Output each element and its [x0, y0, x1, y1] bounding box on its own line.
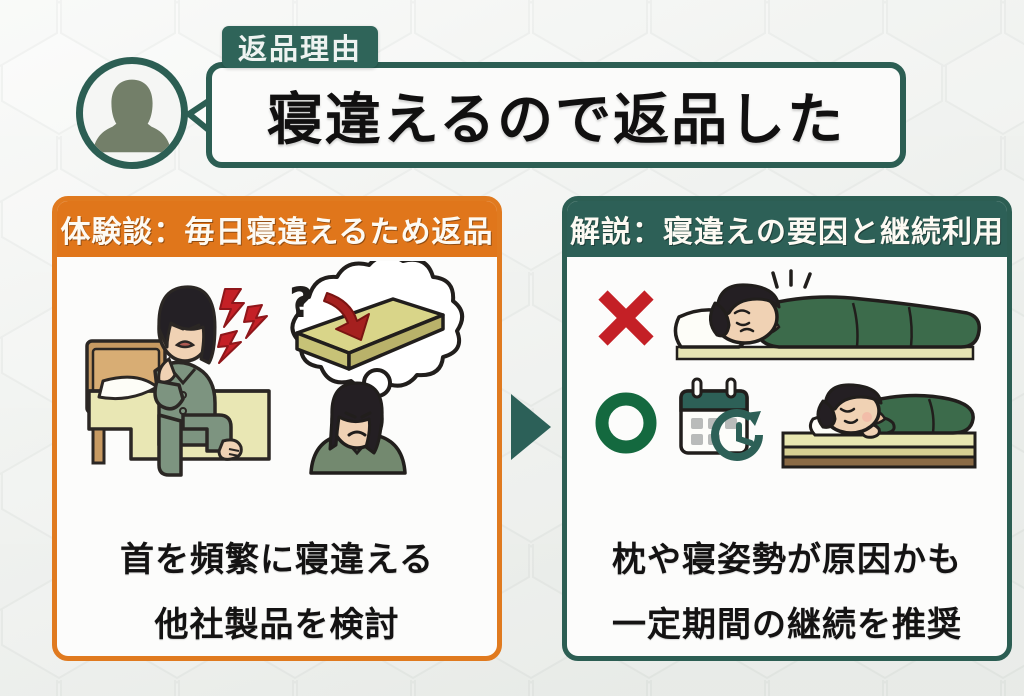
reviewer-avatar: [76, 57, 188, 169]
explanation-caption-1: 枕や寝姿勢が原因かも: [612, 540, 962, 580]
experience-illustration-group: ?: [57, 257, 497, 497]
thought-bubble-mattress-illustration: ?: [289, 261, 465, 475]
explanation-caption-2: 一定期間の継続を推奨: [604, 597, 970, 648]
panel-explanation-body: 枕や寝姿勢が原因かも 一定期間の継続を推奨: [567, 257, 1007, 656]
cross-mark-icon: [589, 286, 663, 350]
bad-sleep-posture-row: [567, 269, 1007, 367]
experience-caption-2: 他社製品を検討: [154, 605, 400, 645]
person-silhouette-icon: [92, 79, 172, 153]
experience-caption-1: 首を頻繁に寝違える: [120, 540, 434, 580]
explanation-captions: 枕や寝姿勢が原因かも 一定期間の継続を推奨: [567, 532, 1007, 648]
svg-text:?: ?: [289, 278, 313, 327]
panel-experience: 体験談：毎日寝違えるため返品: [52, 196, 502, 661]
page-title: 寝違えるので返品した: [266, 87, 846, 153]
good-continued-use-row: [567, 375, 1007, 471]
panel-explanation: 解説：寝違えの要因と継続利用: [562, 196, 1012, 661]
panel-explanation-header: 解説：寝違えの要因と継続利用: [567, 201, 1007, 257]
person-sleeping-on-high-pillow-illustration: [673, 269, 981, 361]
headline-bubble: [206, 62, 906, 168]
panel-experience-body: ? 首を頻繁に寝違える 他社製品を検討: [57, 257, 497, 656]
circle-mark-icon: [589, 391, 663, 455]
person-sleeping-comfortably-on-mattress-illustration: [781, 383, 977, 469]
panel-experience-header: 体験談：毎日寝違えるため返品: [57, 201, 497, 257]
woman-neck-pain-on-bed-illustration: [85, 285, 271, 477]
calendar-clock-icon: [679, 377, 763, 461]
eyebrow-label: 返品理由: [222, 26, 379, 68]
right-triangle-arrow-icon: [511, 394, 551, 460]
pain-lightning-icon: [217, 288, 268, 364]
experience-captions: 首を頻繁に寝違える 他社製品を検討: [57, 532, 497, 646]
